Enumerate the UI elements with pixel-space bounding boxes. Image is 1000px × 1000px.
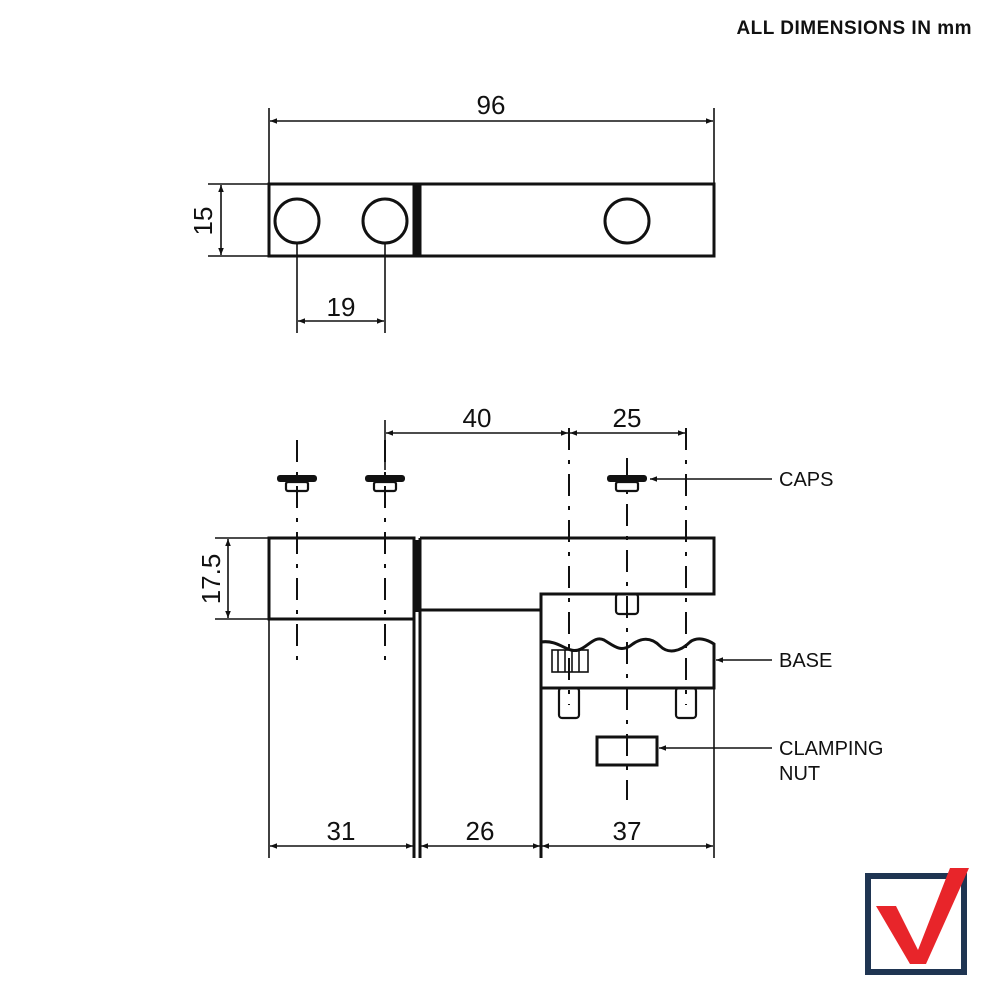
top-hole-2 (361, 197, 409, 245)
front-right-body (420, 536, 716, 612)
label-base: BASE (779, 650, 832, 672)
dim-26: 26 (466, 816, 495, 846)
dim-19: 19 (327, 292, 356, 322)
label-caps: CAPS (779, 469, 833, 491)
checkmark-logo (865, 868, 969, 975)
label-nut: NUT (779, 763, 820, 785)
dim-15: 15 (188, 207, 218, 236)
top-right-block (418, 182, 716, 258)
dim-31: 31 (327, 816, 356, 846)
top-hole-3 (603, 197, 651, 245)
top-hole-1 (273, 197, 321, 245)
dim-25: 25 (613, 403, 642, 433)
dim-17-5: 17.5 (196, 554, 226, 605)
front-left-block (267, 536, 416, 621)
dimensions-note: ALL DIMENSIONS IN mm (736, 18, 972, 39)
dim-40: 40 (463, 403, 492, 433)
top-view: 96 15 19 (188, 90, 716, 333)
dim-96: 96 (477, 90, 506, 120)
front-view: 17.5 40 25 31 26 37 CAPS BASE CLAMPING N… (196, 403, 883, 858)
top-left-block (267, 182, 416, 258)
label-clamping: CLAMPING (779, 738, 883, 760)
dim-37: 37 (613, 816, 642, 846)
